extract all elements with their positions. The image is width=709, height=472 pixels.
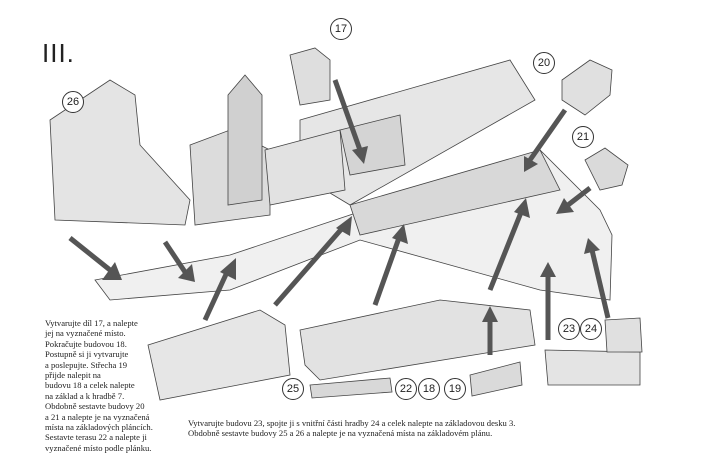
callout-17: 17 <box>330 18 352 40</box>
part-23 <box>544 349 641 386</box>
assembly-arrows <box>68 79 611 355</box>
callout-18: 18 <box>418 378 440 400</box>
instruction-line: Obdobně sestavte budovy 20 <box>45 401 145 412</box>
instruction-line: na základ a k hradbě 7. <box>45 390 125 401</box>
part-20 <box>561 59 613 116</box>
part-25 <box>147 309 291 401</box>
callout-24: 24 <box>580 318 602 340</box>
part-26 <box>49 79 191 226</box>
tower <box>227 74 263 206</box>
instruction-line: a 21 a nalepte je na vyznačená <box>45 411 150 422</box>
instruction-line: Obdobně sestavte budovy 25 a 26 a nalept… <box>188 428 493 438</box>
callout-20: 20 <box>533 52 555 74</box>
part-17 <box>289 47 331 106</box>
instruction-line: budovu 18 a celek nalepte <box>45 380 135 391</box>
part-21 <box>584 147 629 191</box>
instructions-bottom: Vytvarujte budovu 23, spojte ji s vnitřn… <box>188 418 515 438</box>
part-22 <box>309 377 393 399</box>
instruction-line: Vytvarujte budovu 23, spojte ji s vnitřn… <box>188 418 516 428</box>
step-number-title: III. <box>42 38 75 68</box>
instruction-line: Pokračujte budovou 18. <box>45 338 127 349</box>
callout-19: 19 <box>444 378 466 400</box>
instruction-line: Sestavte terasu 22 a nalepte ji <box>45 432 147 443</box>
instructions-left: Vytvarujte díl 17, a nalepte jej na vyzn… <box>45 318 175 453</box>
instruction-line: přijde nalepit na <box>45 370 101 381</box>
callout-21: 21 <box>572 126 594 148</box>
callout-25: 25 <box>282 378 304 400</box>
instruction-line: místa na základových pláncích. <box>45 422 153 433</box>
callout-23: 23 <box>558 318 580 340</box>
part-18 <box>299 299 536 381</box>
instruction-line: vyznačené místo podle plánku. <box>45 442 152 453</box>
callout-26: 26 <box>62 91 84 113</box>
instruction-line: Postupně si ji vytvarujte <box>45 349 129 360</box>
instruction-line: a poslepujte. Střecha 19 <box>45 359 128 370</box>
instruction-line: Vytvarujte díl 17, a nalepte <box>45 318 138 328</box>
instruction-line: jej na vyznačené místo. <box>45 328 126 339</box>
part-24 <box>604 317 643 353</box>
part-19 <box>469 361 523 397</box>
callout-22: 22 <box>395 378 417 400</box>
